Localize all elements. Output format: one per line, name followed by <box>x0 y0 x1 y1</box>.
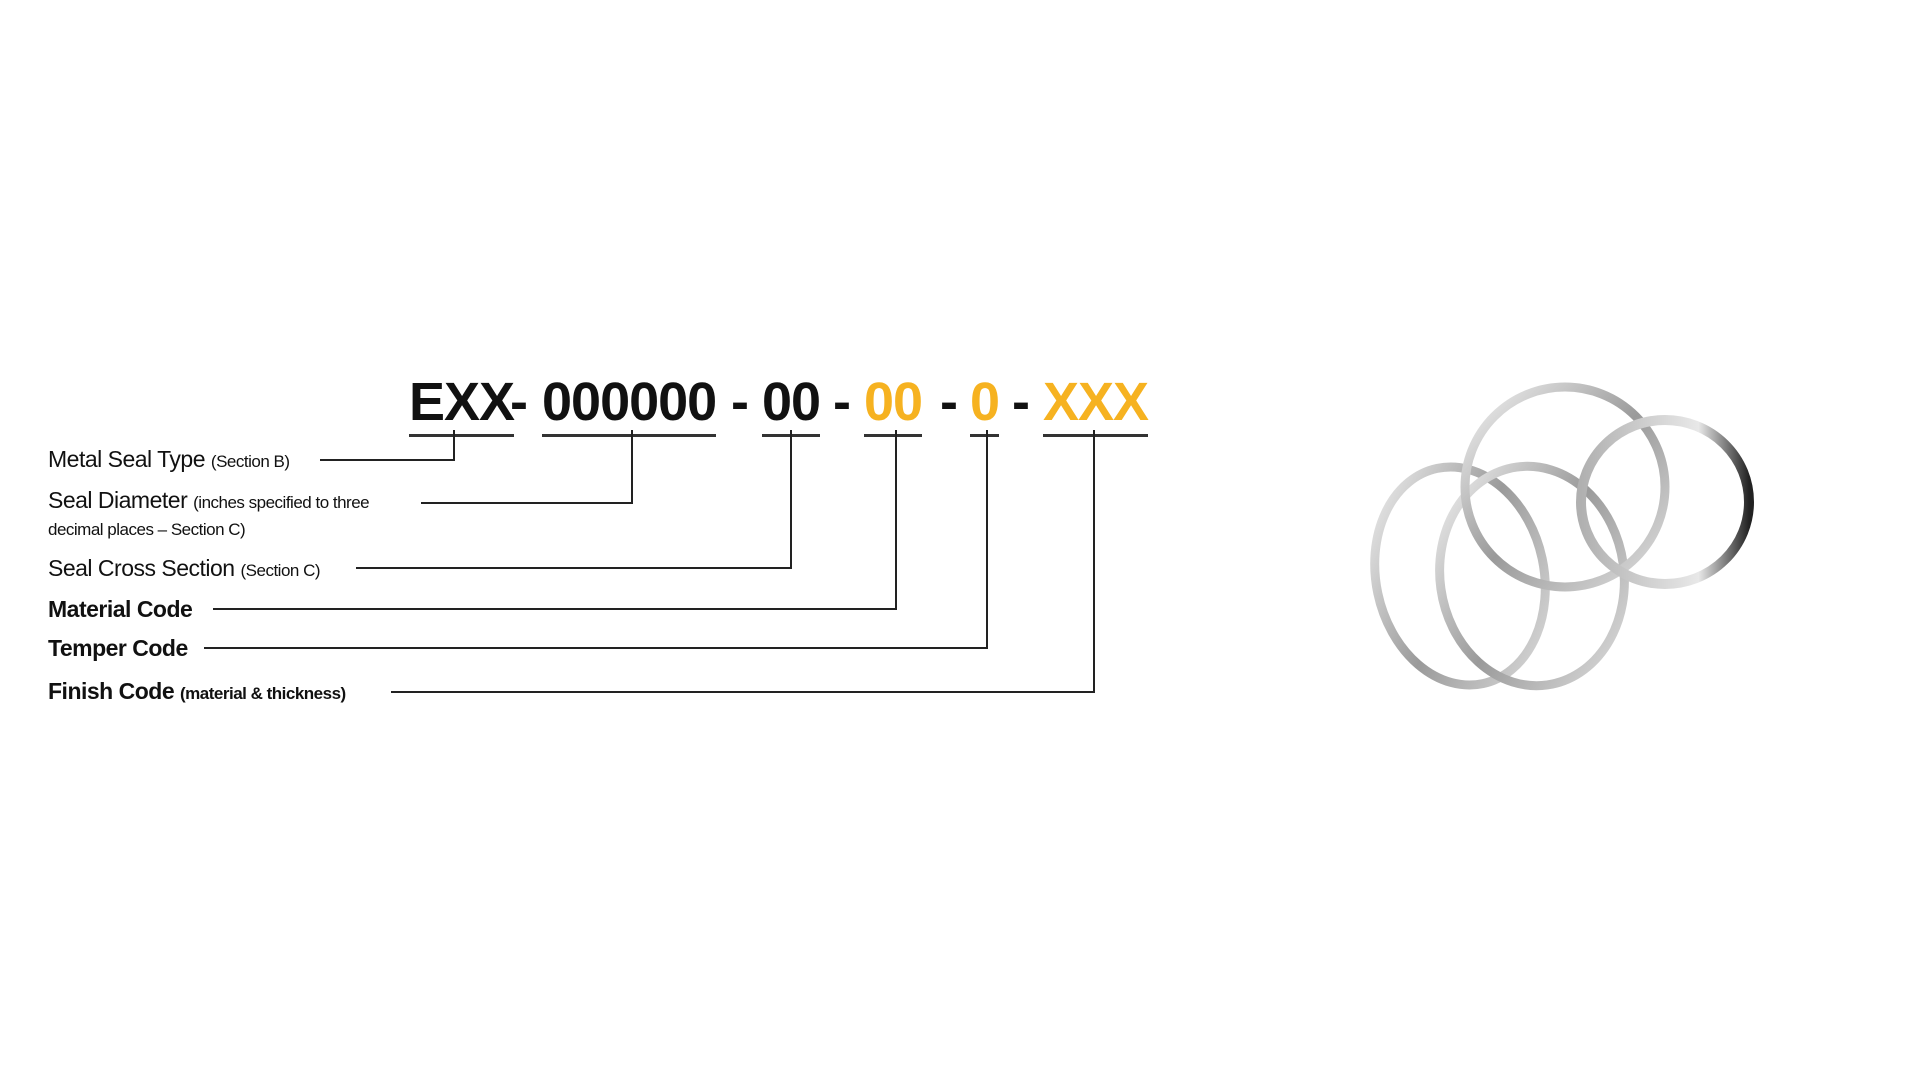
code-separator: - <box>1012 372 1030 432</box>
code-temper: 0 <box>970 372 1000 437</box>
connector-material <box>213 430 897 610</box>
label-note: (Section C) <box>240 561 321 580</box>
code-separator: - <box>731 372 749 432</box>
connector-temper <box>204 430 988 649</box>
label-temper-code: Temper Code <box>48 635 188 662</box>
label-seal-diameter: Seal Diameter (inches specified to three… <box>48 487 370 541</box>
metal-seal-rings-icon <box>1370 382 1754 691</box>
code-seal-type: EXX <box>409 372 515 437</box>
connector-lines <box>204 430 1095 693</box>
label-finish-code: Finish Code (material & thickness) <box>48 678 346 705</box>
label-note: decimal places – Section C) <box>48 520 246 539</box>
label-title: Temper Code <box>48 635 188 661</box>
label-note: (Section B) <box>210 452 290 471</box>
connector-seal-diameter <box>421 430 633 504</box>
label-title: Finish Code <box>48 678 175 704</box>
label-title: Material Code <box>48 596 193 622</box>
part-number-code: EXX - 000000 - 00 - 00 - 0 - XXX <box>0 372 1200 442</box>
label-note: (inches specified to three <box>193 493 370 512</box>
label-title: Seal Cross Section <box>48 555 235 581</box>
code-separator: - <box>940 372 958 432</box>
connector-finish <box>391 430 1095 693</box>
label-title: Seal Diameter <box>48 487 188 513</box>
code-material: 00 <box>864 372 923 437</box>
code-separator: - <box>510 372 528 432</box>
code-separator: - <box>833 372 851 432</box>
connector-seal-type <box>320 430 455 461</box>
code-finish: XXX <box>1043 372 1149 437</box>
label-seal-cross-section: Seal Cross Section (Section C) <box>48 555 321 582</box>
label-metal-seal-type: Metal Seal Type (Section B) <box>48 446 290 473</box>
connector-cross-section <box>356 430 792 569</box>
label-note: (material & thickness) <box>180 684 346 703</box>
code-seal-diameter: 000000 <box>542 372 717 437</box>
label-title: Metal Seal Type <box>48 446 206 472</box>
label-material-code: Material Code <box>48 596 193 623</box>
